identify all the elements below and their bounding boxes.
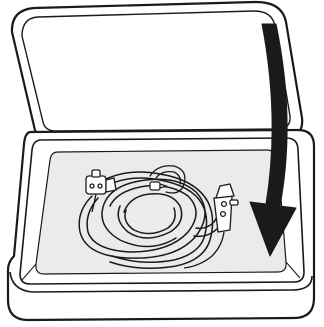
connector-port-2 bbox=[98, 184, 102, 188]
connector-plug bbox=[92, 170, 100, 177]
handle-button-2 bbox=[221, 212, 226, 217]
case-lid bbox=[12, 2, 302, 140]
connector-port-1 bbox=[90, 184, 94, 188]
handle-button-1 bbox=[222, 202, 227, 207]
case-lid-outer bbox=[12, 2, 302, 140]
fitting-body bbox=[150, 182, 160, 190]
connector-body bbox=[86, 176, 106, 194]
handle-lever bbox=[230, 200, 238, 205]
connector-cap bbox=[106, 178, 116, 192]
